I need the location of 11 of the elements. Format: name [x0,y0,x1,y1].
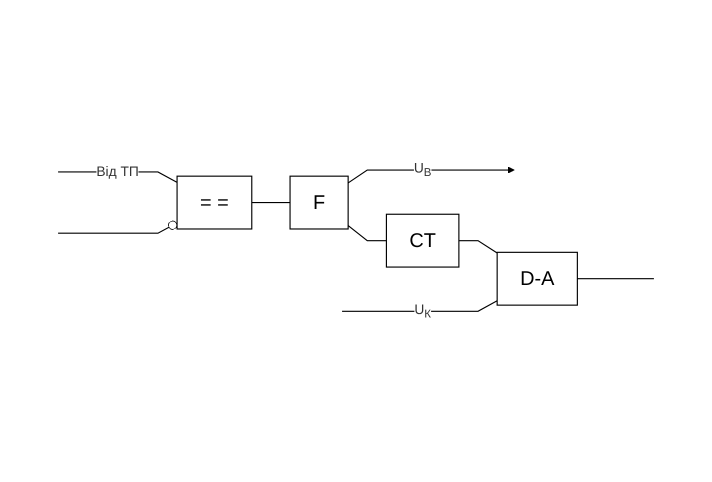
connector-line [58,220,178,234]
connector-line [348,167,515,184]
connector-line [252,202,290,204]
connector-line [577,278,654,280]
node-box: CT [386,214,460,268]
node-box: = = [176,176,252,230]
node-box: D-A [496,252,578,306]
connector-line [342,300,498,312]
connector-line [348,225,386,242]
node-box: F [289,176,349,230]
connector-line [458,240,498,254]
